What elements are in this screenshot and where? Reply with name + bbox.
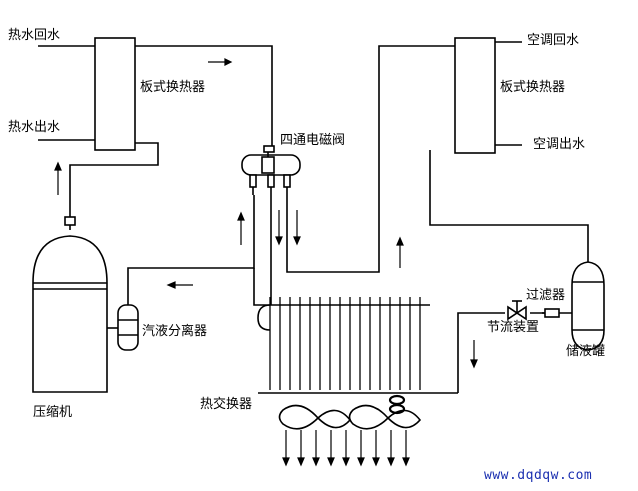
right-plate-heat-exchanger <box>454 37 496 154</box>
hot-water-return-label: 热水回水 <box>8 28 61 43</box>
compressor-label: 压缩机 <box>33 405 73 420</box>
compressor-fitting <box>64 216 76 226</box>
fan-motor-icon <box>388 394 406 415</box>
heat-exchanger-fins <box>269 297 421 390</box>
compressor <box>32 235 108 393</box>
valve-to-separator-pipe <box>127 195 255 305</box>
heat-exchanger-label: 热交换器 <box>200 397 253 412</box>
ac-out-label: 空调出水 <box>533 137 586 152</box>
fan-left-icon <box>278 404 352 430</box>
coil-to-throttle-pipe <box>457 312 505 393</box>
heat-exchanger-coil <box>253 268 430 306</box>
receiver-label: 储液罐 <box>566 344 606 359</box>
ac-return-label: 空调回水 <box>527 33 580 48</box>
hot-water-out-label: 热水出水 <box>8 120 61 135</box>
receiver-tank <box>571 261 605 351</box>
watermark: www.dqdqw.com <box>484 468 593 483</box>
right-plate-hx-label: 板式换热器 <box>500 80 566 95</box>
airflow-arrows <box>282 430 410 467</box>
left-plate-heat-exchanger <box>94 37 136 151</box>
filter <box>544 308 560 318</box>
throttle-label: 节流装置 <box>487 320 540 335</box>
separator-label: 汽液分离器 <box>142 324 208 339</box>
filter-label: 过滤器 <box>526 288 566 303</box>
fan-right-icon <box>348 404 422 430</box>
right-hx-to-receiver-pipe <box>429 150 589 262</box>
gas-liquid-separator <box>117 304 139 351</box>
four-way-valve-label: 四通电磁阀 <box>280 133 346 148</box>
valve-to-right-hx-pipe <box>286 45 455 273</box>
hx-to-valve-pipe <box>135 45 273 150</box>
left-plate-hx-label: 板式换热器 <box>140 80 206 95</box>
hx-to-compressor-pipe <box>69 142 159 230</box>
